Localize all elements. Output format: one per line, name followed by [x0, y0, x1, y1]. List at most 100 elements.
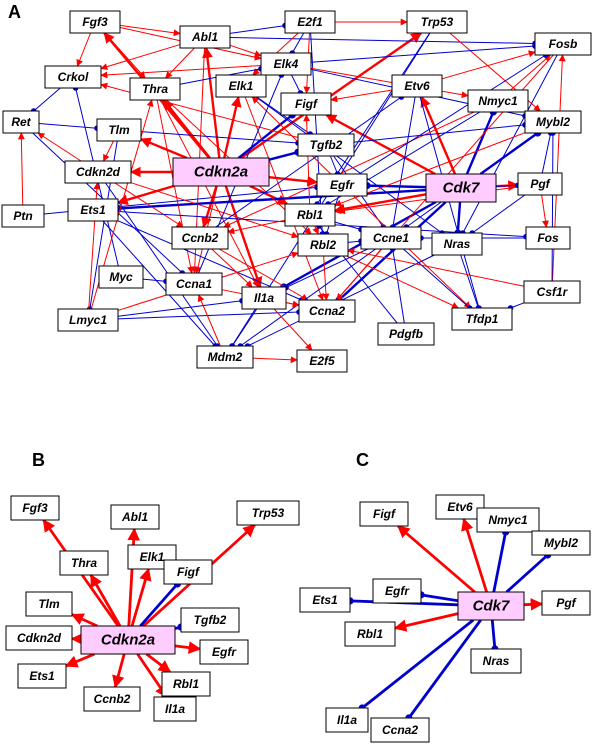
- panel-a-letter: A: [8, 2, 21, 22]
- edge-egfr-tfdp1: [353, 195, 472, 309]
- edge-rbl2-ccna2: [322, 255, 330, 301]
- node-cdk7: Cdk7: [457, 591, 525, 621]
- node-tlm: Tlm: [25, 591, 73, 617]
- node-box: [451, 307, 513, 331]
- node-label: Nmyc1: [478, 94, 518, 108]
- edge-cdkn2a-rbl1: [145, 652, 172, 674]
- node-box: [153, 696, 197, 722]
- node-box: [406, 10, 468, 34]
- node-box: [80, 625, 176, 655]
- node-label: Cdkn2d: [76, 165, 121, 179]
- edge-elk4-fosb: [310, 45, 536, 63]
- edge-crkol-ret: [33, 87, 61, 112]
- node-box: [360, 226, 422, 250]
- edge-lmyc1-ccna2: [117, 311, 300, 320]
- node-label: Cdkn2a: [101, 632, 155, 649]
- node-mybl2: Mybl2: [531, 530, 591, 556]
- edge-csf1r-mybl2: [551, 132, 554, 282]
- node-label: Tlm: [38, 597, 60, 611]
- edge-ptn-ret: [17, 132, 25, 206]
- node-egfr: Egfr: [316, 173, 368, 197]
- edge-il1a-e2f5: [273, 308, 313, 351]
- node-box: [163, 559, 213, 585]
- node-label: Pgf: [556, 596, 576, 610]
- node-ccnb2: Ccnb2: [171, 226, 229, 250]
- node-csf1r: Csf1r: [523, 280, 581, 304]
- edge-cdk7-rbl1: [393, 612, 459, 632]
- node-label: Etv6: [447, 500, 473, 514]
- node-box: [297, 133, 355, 157]
- edge-pgf-fos: [541, 194, 549, 228]
- node-box: [98, 265, 144, 289]
- node-label: Ret: [11, 115, 31, 129]
- node-il1a: Il1a: [153, 696, 197, 722]
- node-label: Myc: [109, 270, 133, 284]
- edge-cdk7-ccna2: [407, 619, 482, 719]
- edge-fgf3-crkol: [76, 32, 92, 67]
- edge-myc-ccna1: [142, 278, 167, 282]
- node-box: [431, 232, 483, 256]
- node-pgf: Pgf: [541, 590, 591, 616]
- edge-elk4-crkol: [100, 65, 262, 79]
- node-il1a: Il1a: [325, 707, 369, 733]
- node-box: [457, 591, 525, 621]
- node-box: [284, 203, 336, 227]
- node-box: [470, 648, 522, 674]
- edge-e2f1-elk4: [291, 32, 305, 54]
- node-box: [59, 550, 109, 576]
- node-cdkn2a: Cdkn2a: [80, 625, 176, 655]
- edge-layer: [346, 517, 552, 722]
- edge-cdk7-rbl1: [333, 193, 427, 215]
- node-box: [5, 625, 73, 651]
- edge-cdkn2a-tgfb2: [268, 151, 299, 161]
- node-box: [316, 173, 368, 197]
- panel-c-letter: C: [356, 450, 369, 470]
- edge-cdk7-pgf: [523, 598, 544, 611]
- node-ets1: Ets1: [17, 663, 67, 689]
- node-label: Ptn: [13, 209, 32, 223]
- node-label: Thra: [71, 556, 97, 570]
- node-lmyc1: Lmyc1: [57, 308, 119, 332]
- node-crkol: Crkol: [44, 65, 102, 89]
- node-box: [10, 495, 60, 521]
- edge-cdk7-figf: [397, 524, 476, 594]
- edge-elk4-nmyc1: [310, 67, 469, 99]
- node-ccna2: Ccna2: [370, 717, 430, 743]
- node-ets1: Ets1: [67, 198, 119, 222]
- edge-nmyc1-ccnb2: [223, 111, 475, 228]
- node-box: [96, 118, 142, 142]
- node-label: Egfr: [385, 584, 410, 598]
- edge-cdkn2d-ret: [37, 132, 82, 162]
- edge-nras-tfdp1: [460, 254, 479, 309]
- edge-mdm2-e2f5: [252, 356, 298, 364]
- node-label: Fgf3: [82, 15, 108, 29]
- node-label: Nras: [483, 654, 510, 668]
- edge-ccne1-mdm2: [240, 248, 376, 347]
- edge-abl1-fosb: [229, 36, 536, 44]
- node-box: [523, 280, 581, 304]
- node-label: Ets1: [80, 203, 106, 217]
- node-label: Tlm: [108, 123, 130, 137]
- edge-rbl1-ccnb2: [227, 219, 286, 235]
- node-box: [199, 639, 249, 665]
- edge-ccnb2-ccna2: [218, 248, 309, 301]
- edge-abl1-crkol: [100, 44, 181, 71]
- node-label: E2f5: [309, 354, 335, 368]
- node-elk1: Elk1: [215, 74, 267, 98]
- edge-cdk7-etv6: [461, 517, 488, 593]
- node-box: [372, 578, 422, 604]
- edge-cdk7-egfr: [420, 593, 459, 603]
- node-box: [525, 226, 571, 250]
- node-fos: Fos: [525, 226, 571, 250]
- node-etv6: Etv6: [435, 494, 485, 520]
- node-cdkn2a: Cdkn2a: [172, 157, 270, 187]
- node-abl1: Abl1: [110, 504, 160, 530]
- node-nras: Nras: [431, 232, 483, 256]
- node-label: Il1a: [165, 702, 185, 716]
- node-box: [25, 591, 73, 617]
- edge-cdk7-nmyc1: [492, 531, 508, 593]
- edge-abl1-e2f1: [229, 25, 286, 34]
- node-label: Nmyc1: [488, 513, 528, 527]
- node-box: [171, 226, 229, 250]
